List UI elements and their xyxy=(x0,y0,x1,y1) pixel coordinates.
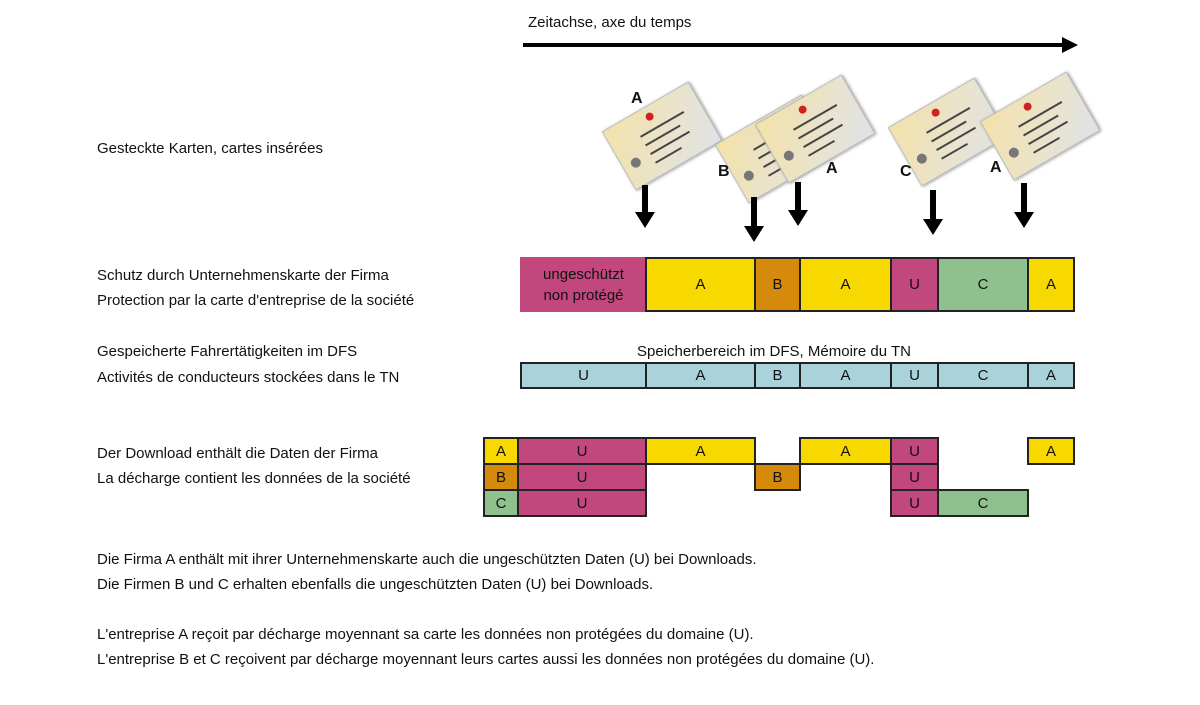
memory-segment: U xyxy=(890,362,939,389)
note-1: Die Firma A enthält mit ihrer Unternehme… xyxy=(97,551,757,568)
cards-label: Gesteckte Karten, cartes insérées xyxy=(97,140,323,157)
card-label: C xyxy=(900,163,912,180)
download-segment: A xyxy=(799,437,892,465)
protection-segment: A xyxy=(1027,257,1075,312)
down-arrow-icon xyxy=(635,185,655,228)
download-segment: B xyxy=(483,463,519,491)
download-segment: U xyxy=(517,463,647,491)
download-segment: U xyxy=(517,437,647,465)
memory-segment: A xyxy=(1027,362,1075,389)
protection-segment: A xyxy=(799,257,892,312)
download-segment: A xyxy=(645,437,756,465)
download-segment: C xyxy=(937,489,1029,517)
timeline-arrowhead xyxy=(1062,37,1078,53)
download-segment: B xyxy=(754,463,801,491)
download-segment: A xyxy=(1027,437,1075,465)
memory-segment: A xyxy=(645,362,756,389)
download-segment: U xyxy=(517,489,647,517)
download-segment: U xyxy=(890,437,939,465)
note-2: Die Firmen B und C erhalten ebenfalls di… xyxy=(97,576,654,593)
unprotected-label: non protégé xyxy=(543,286,624,304)
card-label: A xyxy=(826,160,838,177)
down-arrow-icon xyxy=(1014,183,1034,228)
download-segment: U xyxy=(890,489,939,517)
memory-segment: A xyxy=(799,362,892,389)
timeline-label: Zeitachse, axe du temps xyxy=(528,14,692,31)
protection-label-fr: Protection par la carte d'entreprise de … xyxy=(97,292,415,309)
memory-segment: C xyxy=(937,362,1029,389)
unprotected-segment: ungeschützt non protégé xyxy=(520,257,647,312)
memory-title: Speicherbereich im DFS, Mémoire du TN xyxy=(637,343,911,360)
memory-label-fr: Activités de conducteurs stockées dans l… xyxy=(97,369,400,386)
protection-segment: U xyxy=(890,257,939,312)
note-4: L'entreprise B et C reçoivent par déchar… xyxy=(97,651,875,668)
protection-segment: B xyxy=(754,257,801,312)
card-label: A xyxy=(990,159,1002,176)
download-label-fr: La décharge contient les données de la s… xyxy=(97,470,411,487)
protection-segment: C xyxy=(937,257,1029,312)
download-segment: C xyxy=(483,489,519,517)
card-label: A xyxy=(631,90,643,107)
download-segment: A xyxy=(483,437,519,465)
download-segment: U xyxy=(890,463,939,491)
timeline-arrow xyxy=(523,43,1063,47)
protection-label-de: Schutz durch Unternehmenskarte der Firma xyxy=(97,267,389,284)
down-arrow-icon xyxy=(788,182,808,226)
download-label-de: Der Download enthält die Daten der Firma xyxy=(97,445,378,462)
memory-segment: B xyxy=(754,362,801,389)
unprotected-label: ungeschützt xyxy=(543,265,624,283)
protection-segment: A xyxy=(645,257,756,312)
down-arrow-icon xyxy=(744,197,764,242)
memory-segment: U xyxy=(520,362,647,389)
card-label: B xyxy=(718,163,730,180)
down-arrow-icon xyxy=(923,190,943,235)
memory-label-de: Gespeicherte Fahrertätigkeiten im DFS xyxy=(97,343,358,360)
driver-card-image xyxy=(601,81,723,191)
note-3: L'entreprise A reçoit par décharge moyen… xyxy=(97,626,754,643)
